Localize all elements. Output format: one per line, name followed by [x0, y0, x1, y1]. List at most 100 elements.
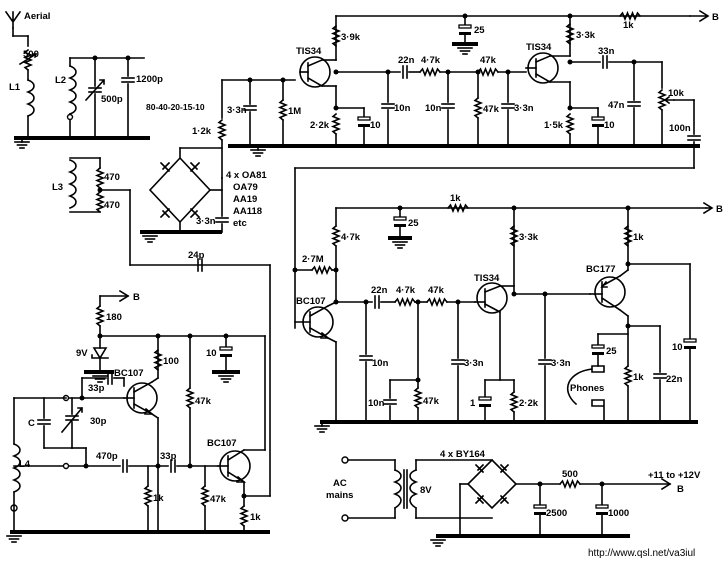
c-dec-osc-label: 10	[206, 348, 217, 359]
cap-trim-label: 500	[23, 49, 39, 60]
psu-out-label: +11 to +12V	[648, 470, 701, 481]
l1-label: L1	[9, 82, 21, 93]
c-e-label: 22n	[666, 374, 683, 385]
r-bot-label: 470	[104, 200, 120, 211]
c-shunt2-label: 47n	[608, 100, 625, 111]
bjt1-osc-label: BC107	[114, 368, 144, 379]
r-b-osc-label: 47k	[195, 396, 212, 407]
r-bias2-label: 2·7M	[302, 254, 324, 265]
c-couple-label: 24p	[188, 250, 205, 261]
l4-label: L4	[19, 459, 31, 470]
sec-label: 8V	[420, 485, 432, 496]
r-s-label: 2·2k	[519, 398, 539, 409]
r-gate1-label: 1M	[288, 106, 301, 117]
r-e-s2-label: 1k	[633, 372, 644, 383]
phones-icon	[566, 365, 605, 423]
transformer-primary	[392, 468, 402, 510]
trim-arrow-osc-icon	[60, 406, 84, 434]
mains-label-1: AC	[333, 478, 347, 489]
b-arrow-top-icon	[689, 9, 710, 23]
c-trim-label: 30p	[90, 416, 107, 427]
c-fixed-label: 1200p	[136, 74, 163, 85]
r-filt2-label: 47k	[480, 55, 497, 66]
b-label-mid: B	[716, 204, 723, 215]
r-e1-osc-label: 1k	[153, 493, 164, 504]
diode-label-2: OA79	[233, 182, 258, 193]
r-filt3-label: 47k	[483, 104, 500, 115]
b-arrow-mid-icon	[702, 201, 714, 215]
r-bias1-label: 4·7k	[341, 232, 361, 243]
c-couple-osc-label: 470p	[96, 451, 118, 462]
r-src2-label: 1·5k	[544, 120, 564, 131]
c-vol-label: 100n	[669, 123, 691, 134]
bjt1-s2-label: BC107	[296, 296, 326, 307]
diode-label-5: etc	[233, 218, 247, 229]
c-dec1-label: 25	[474, 25, 485, 36]
c-fb-label: 33p	[88, 383, 105, 394]
r-drain-s2-label: 3·3k	[519, 232, 539, 243]
bridge-label: 4 x BY164	[440, 449, 486, 460]
r-series-label: 1·2k	[192, 126, 212, 137]
psu-section: AC mains 8V 4 x BY164 500 +11 to +12V B …	[326, 449, 701, 547]
c-f2-label: 10n	[368, 398, 385, 409]
var-cap-label: 500p	[101, 94, 123, 105]
stage2-section: B 1k 25 4·7k 2·7M BC107 22n	[292, 193, 723, 433]
r-drain2-label: 3·3k	[576, 30, 596, 41]
r-top-label: 470	[104, 172, 120, 183]
r-c-s2-label: 1k	[633, 232, 644, 243]
psu-bridge	[466, 458, 518, 510]
mains-label-2: mains	[326, 490, 353, 501]
bjt2-s2-label: BC177	[586, 264, 616, 275]
c-osc-label: C	[28, 418, 35, 429]
aerial-icon	[4, 10, 22, 29]
r-filt1-label: 4·7k	[421, 55, 441, 66]
c-s-label: 1	[470, 398, 476, 409]
aerial-section: Aerial 500 L1 L2 500p 1200p 80-40-20-15-…	[4, 10, 205, 149]
c-d-label: 3·3n	[551, 358, 571, 369]
c-g-label: 3·3n	[464, 358, 484, 369]
r-drain1-label: 3·9k	[341, 32, 361, 43]
c-src2-label: 10	[604, 120, 615, 131]
r-e2-osc-label: 47k	[210, 494, 227, 505]
r-feed1-label: 1k	[623, 20, 634, 31]
diode-label-4: AA118	[233, 206, 262, 217]
detector-bridge	[148, 156, 212, 224]
c-filt3-label: 3·3n	[514, 103, 534, 114]
c-out2-label: 33n	[598, 46, 615, 57]
b-arrow-osc-icon	[118, 289, 130, 303]
c-dec2-label: 25	[408, 218, 419, 229]
pot-label: 10k	[668, 88, 685, 99]
footer-url[interactable]: http://www.qsl.net/va3iul	[588, 548, 695, 559]
r-f3-label: 47k	[423, 396, 440, 407]
phones-label: Phones	[570, 383, 604, 394]
c2-psu-label: 1000	[608, 508, 629, 519]
c-couple1-label: 22n	[398, 55, 415, 66]
l1-coil	[25, 78, 35, 118]
oscillator-section: B 180 9V BC107 100 1k	[6, 264, 271, 543]
bands-label: 80-40-20-15-10	[146, 102, 205, 112]
fet2-label: TIS34	[526, 42, 552, 53]
bjt2-osc-label: BC107	[207, 438, 237, 449]
l3-coil	[67, 158, 77, 210]
r-f2-label: 47k	[428, 285, 445, 296]
r-psu-label: 500	[562, 469, 578, 480]
diode-label-3: AA19	[233, 194, 257, 205]
l3-label: L3	[52, 182, 63, 193]
l2-label: L2	[55, 75, 66, 86]
b-label-top: B	[712, 12, 719, 23]
r-top-osc-label: 180	[106, 312, 122, 323]
r-feed2-label: 1k	[450, 193, 461, 204]
var-cap-arrow-icon	[84, 78, 106, 102]
r-e3-osc-label: 1k	[250, 512, 261, 523]
trimmer-arrow-icon	[18, 52, 38, 66]
b-arrow-psu-icon	[660, 477, 672, 491]
r-src1-label: 2·2k	[310, 120, 330, 131]
detector-section: 1·2k L3 470 470 24p 4 x OA81 OA79 AA19 A…	[52, 79, 271, 272]
c1-psu-label: 2500	[546, 508, 567, 519]
c-filt1-label: 10n	[394, 103, 411, 114]
fet-s2-label: TIS34	[474, 273, 500, 284]
c-filt2-label: 10n	[425, 103, 442, 114]
l4-coil	[11, 442, 21, 494]
c-src1-label: 10	[370, 120, 381, 131]
